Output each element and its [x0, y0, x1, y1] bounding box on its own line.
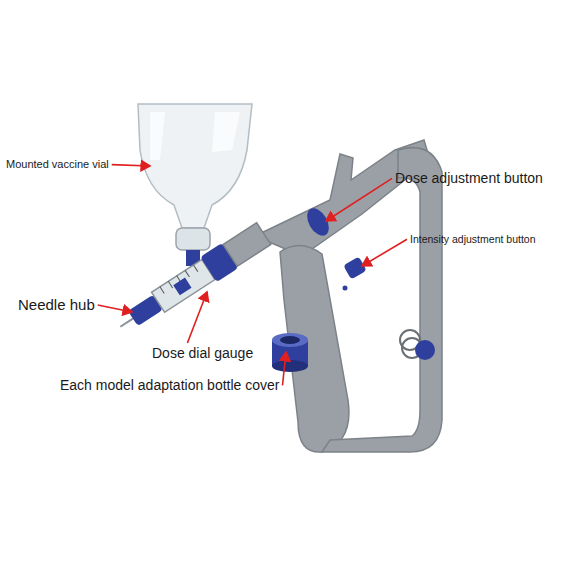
- leader-arrow: [326, 178, 392, 221]
- dose-button: [303, 205, 334, 240]
- leader-arrow: [362, 239, 407, 266]
- dot: [343, 286, 348, 291]
- vial-shine: [212, 112, 240, 152]
- vial-connector: [176, 228, 210, 250]
- part-label: Intensity adjustment button: [410, 233, 536, 246]
- part-label: Needle hub: [18, 296, 95, 314]
- leader-arrow: [187, 292, 207, 343]
- leader-arrow: [112, 165, 150, 166]
- part-label: Each model adaptation bottle cover: [60, 377, 279, 394]
- leader-arrow: [282, 352, 286, 385]
- bottle-cover: [272, 333, 308, 372]
- part-label: Mounted vaccine vial: [6, 158, 109, 171]
- pivot-knob: [415, 340, 435, 360]
- part-label: Dose adjustment button: [395, 170, 543, 187]
- leader-arrow: [98, 305, 132, 312]
- barrel: [112, 221, 272, 339]
- vial-body: [138, 104, 252, 228]
- part-label: Dose dial gauge: [152, 345, 253, 362]
- trigger-lever: [322, 148, 442, 452]
- vial-shine: [150, 112, 165, 160]
- intensity-button: [343, 257, 367, 280]
